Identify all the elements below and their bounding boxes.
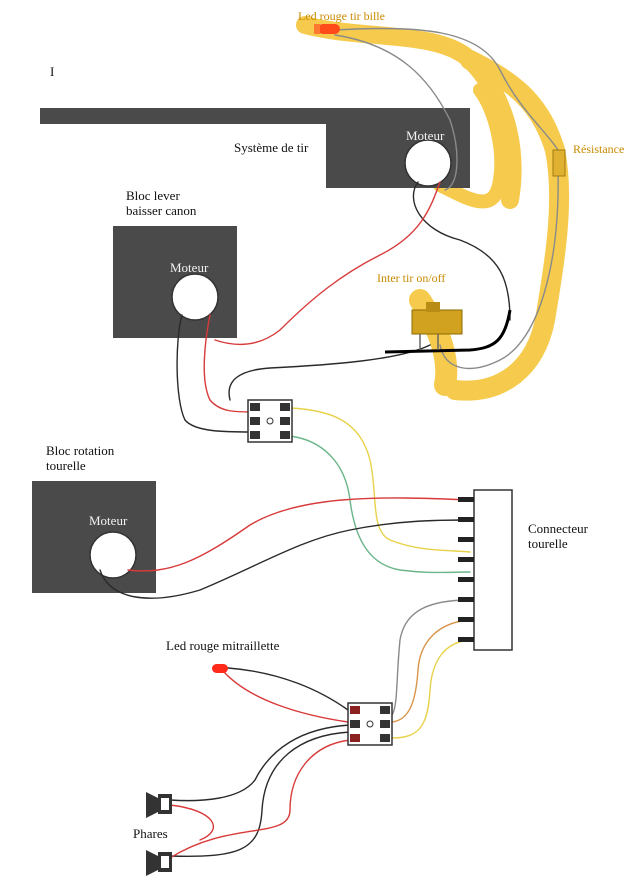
switch-marker-line (384, 309, 512, 354)
motor-circle-icon (89, 531, 137, 579)
label-moteur-tir: Moteur (406, 128, 445, 143)
connector-block-icon (458, 489, 513, 651)
led-icon (212, 664, 228, 673)
highlight-marker (296, 16, 570, 401)
switch-icon (411, 302, 463, 350)
label-inter-tir: Inter tir on/off (377, 271, 445, 285)
label-systeme-tir: Système de tir (234, 140, 309, 155)
label-connecteur-1: Connecteur (528, 521, 589, 536)
label-phares: Phares (133, 826, 168, 841)
terminal-block-icon (347, 702, 393, 746)
motor-circle-icon (171, 273, 219, 321)
led-icon (314, 24, 340, 34)
headlight-icon (146, 792, 172, 818)
label-bloc-rotation-1: Bloc rotation (46, 443, 115, 458)
block-lever-canon (113, 226, 237, 338)
label-led-tir-bille: Led rouge tir bille (298, 9, 385, 23)
label-connecteur-2: tourelle (528, 536, 568, 551)
cursor-mark: I (50, 64, 54, 79)
label-moteur-lever: Moteur (170, 260, 209, 275)
label-bloc-rotation-2: tourelle (46, 458, 86, 473)
label-led-mitraillette: Led rouge mitraillette (166, 638, 280, 653)
block-systeme-tir (326, 108, 470, 188)
motor-circle-icon (404, 139, 452, 187)
block-rotation-tourelle (32, 481, 156, 593)
headlight-icon (146, 850, 172, 876)
terminal-block-icon (247, 399, 293, 443)
label-bloc-lever-1: Bloc lever (126, 188, 180, 203)
label-moteur-rotation: Moteur (89, 513, 128, 528)
label-bloc-lever-2: baisser canon (126, 203, 197, 218)
resistance-icon (552, 149, 566, 177)
label-resistance: Résistance (573, 142, 624, 156)
wires (99, 27, 559, 859)
